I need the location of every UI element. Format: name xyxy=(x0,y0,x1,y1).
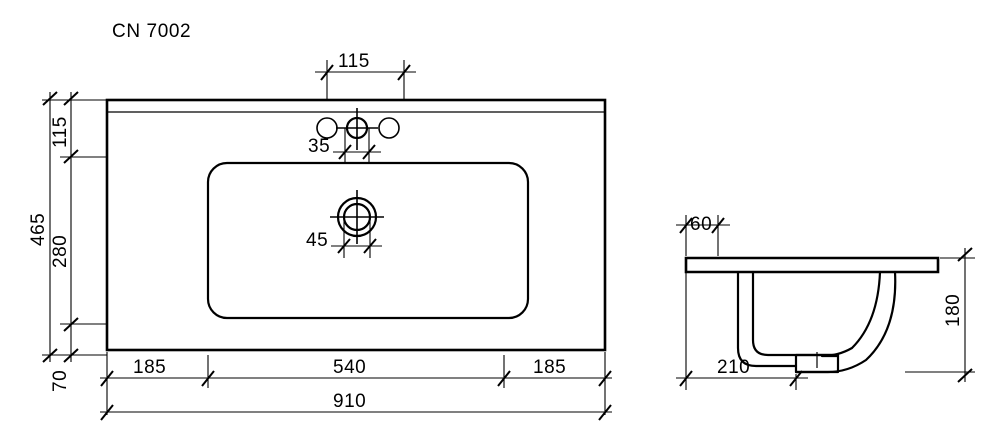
dim-60-tick-right xyxy=(711,217,725,234)
basin-outer-outline xyxy=(105,98,607,352)
tap-hole-group xyxy=(316,108,400,150)
dim-drain-tick-right xyxy=(363,238,377,254)
waste-outlet-box xyxy=(794,353,840,374)
dim-180-label: 180 xyxy=(943,294,964,327)
tap-hole-right-icon xyxy=(378,117,400,139)
bowl-outline xyxy=(206,161,530,320)
side-view: 60 180 210 xyxy=(676,214,975,390)
dim-h-tick-left xyxy=(100,370,114,387)
dim-outlet-offset-210: 210 xyxy=(676,272,808,390)
dim-185-left-label: 185 xyxy=(133,357,166,378)
dim-70-label: 70 xyxy=(50,370,71,392)
drain-hole-group xyxy=(330,190,384,244)
dim-115-depth-label: 115 xyxy=(50,116,71,148)
rim-slab-outline xyxy=(684,256,940,274)
dim-60-tick-left xyxy=(679,217,693,234)
dim-tap-tick-left xyxy=(338,144,352,160)
dim-drain-diameter: 45 xyxy=(306,217,382,258)
dim-60-label: 60 xyxy=(690,214,712,235)
tap-hole-left-icon xyxy=(316,117,338,139)
basin-outer-left-wall xyxy=(736,270,798,368)
dim-180-tick-bottom xyxy=(957,368,973,383)
dim-tap-hole-label: 35 xyxy=(308,136,330,157)
dim-185-right-label: 185 xyxy=(533,357,566,378)
dim-210-tick-right xyxy=(789,370,803,387)
dim-seg-tick-top xyxy=(63,91,79,106)
dim-280-label: 280 xyxy=(50,235,71,268)
basin-inner-left-wall xyxy=(751,270,840,357)
top-view: 35 45 xyxy=(105,98,607,352)
dim-465-tick-top xyxy=(42,91,58,106)
dim-drain-label: 45 xyxy=(306,230,328,251)
dim-180-tick-top xyxy=(957,247,973,262)
dim-tap-tick-right xyxy=(362,144,376,160)
dim-rim-thickness-60: 60 xyxy=(676,214,730,256)
dim-910-tick-right xyxy=(598,404,612,421)
dim-drain-tick-left xyxy=(337,238,351,254)
dim-210-tick-left xyxy=(679,370,693,387)
dim-910-label: 910 xyxy=(333,391,366,412)
dim-115-tick-left xyxy=(320,64,334,81)
dim-tap-offset-label: 115 xyxy=(338,51,370,72)
dim-h-tick-bowl-right xyxy=(497,370,511,387)
dim-h-tick-bowl-left xyxy=(201,370,215,387)
dim-465-label: 465 xyxy=(28,213,49,246)
dim-tap-hole-diameter: 35 xyxy=(308,128,381,163)
dim-910-tick-left xyxy=(100,404,114,421)
dim-vertical-group: 465 115 280 70 xyxy=(28,91,107,392)
basin-outer-right-wall xyxy=(794,270,897,374)
dim-tap-offset-115: 115 xyxy=(315,51,416,100)
dim-115-tick-right xyxy=(397,64,411,81)
dim-horizontal-group: 185 540 185 910 xyxy=(100,352,612,421)
dim-210-label: 210 xyxy=(717,357,750,378)
dim-height-180: 180 xyxy=(905,247,975,383)
basin-inner-right-wall xyxy=(820,270,882,358)
dim-540-label: 540 xyxy=(333,357,366,378)
drawing-title: CN 7002 xyxy=(112,21,191,42)
dim-h-tick-right xyxy=(598,370,612,387)
